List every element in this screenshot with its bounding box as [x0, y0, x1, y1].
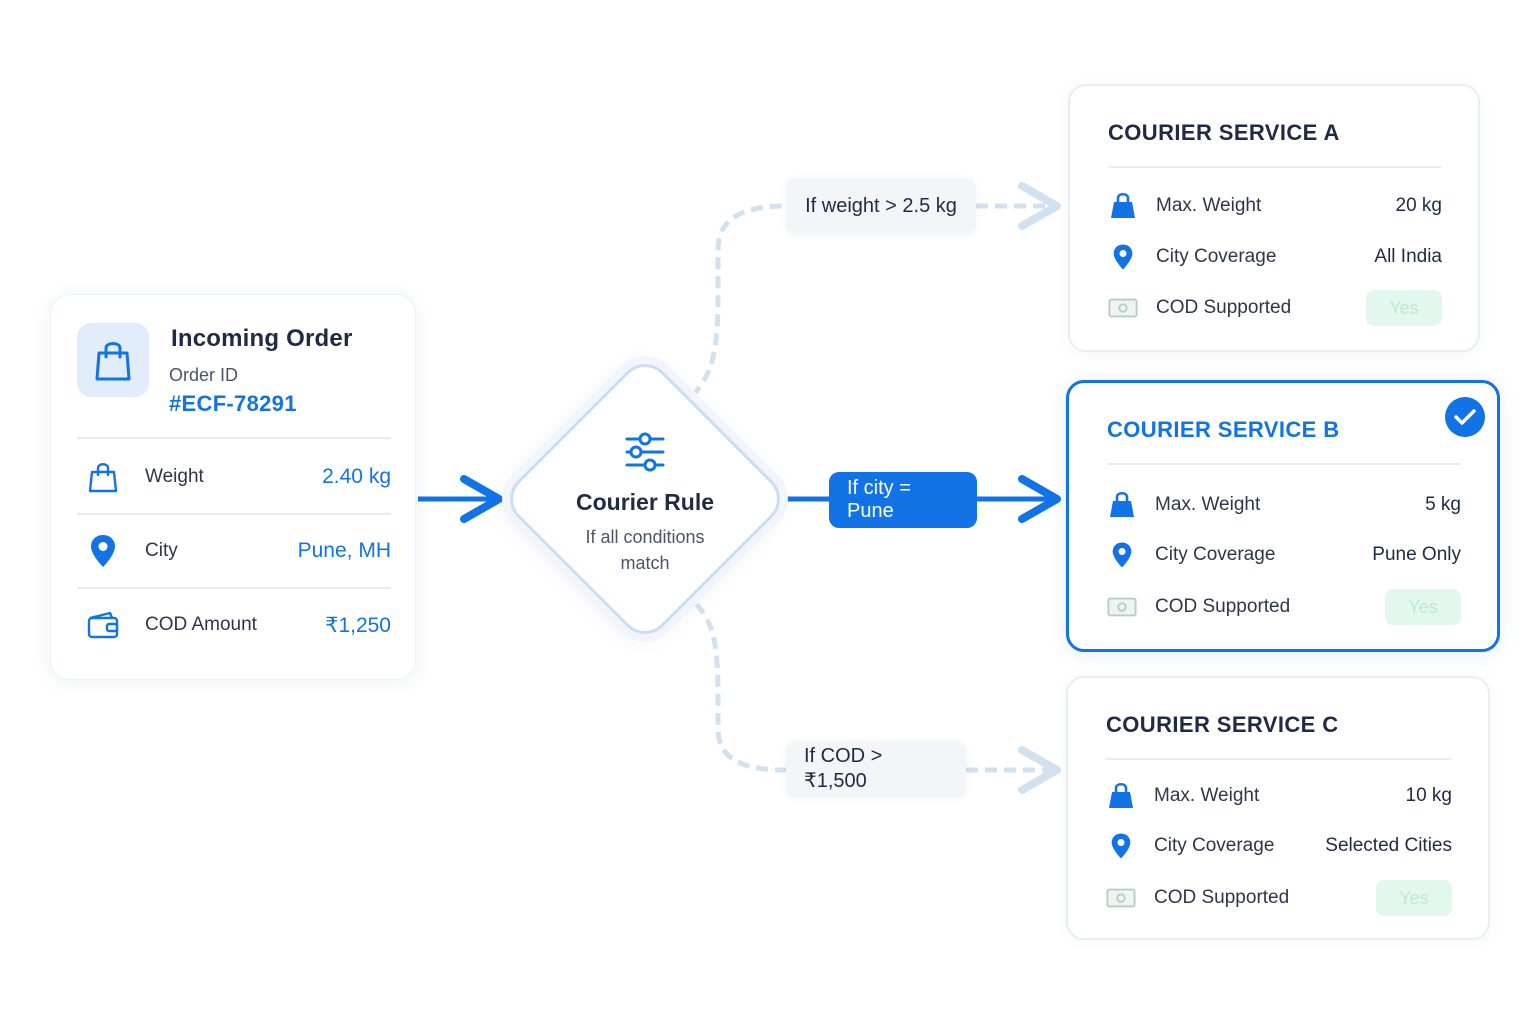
courier-a-row-weight: Max. Weight 20 kg: [1108, 186, 1442, 226]
courier-rule-title: Courier Rule: [575, 489, 715, 515]
courier-rule-subtitle-line1: If all conditions: [585, 527, 705, 547]
courier-c-row-weight: Max. Weight 10 kg: [1106, 776, 1452, 816]
courier-a-cod-badge: Yes: [1366, 290, 1442, 326]
courier-rule-subtitle-line2: match: [620, 553, 670, 573]
bag-filled-icon: [1111, 192, 1135, 218]
banknote-icon: [1106, 888, 1136, 908]
courier-c-cod-badge: Yes: [1376, 880, 1452, 916]
banknote-icon: [1107, 597, 1137, 617]
order-city-label: City: [145, 540, 178, 561]
courier-a-row-cod: COD Supported Yes: [1108, 288, 1442, 328]
condition-city-pill: If city = Pune: [829, 472, 977, 528]
bag-filled-icon: [1110, 491, 1134, 517]
courier-c-city-label: City Coverage: [1154, 835, 1275, 856]
order-title: Incoming Order: [171, 325, 353, 352]
rule-to-weight-condition-line: [690, 203, 787, 398]
sliders-icon: [625, 432, 665, 472]
courier-c-row-cod: COD Supported Yes: [1106, 878, 1452, 918]
condition-cod-pill: If COD > ₹1,500: [786, 741, 966, 797]
courier-c-cod-label: COD Supported: [1154, 887, 1290, 908]
bag-outline-icon: [88, 463, 118, 493]
courier-a-weight-value: 20 kg: [1395, 195, 1442, 216]
courier-a-divider: [1108, 166, 1442, 168]
courier-c-city-value: Selected Cities: [1325, 835, 1452, 856]
rule-to-cod-condition-line: [694, 602, 787, 773]
map-pin-icon: [1111, 833, 1131, 859]
courier-service-c-card[interactable]: COURIER SERVICE C Max. Weight 10 kg City…: [1066, 676, 1490, 940]
order-weight-value: 2.40 kg: [322, 465, 391, 488]
order-cod-label: COD Amount: [145, 614, 257, 635]
bag-filled-icon: [1109, 782, 1133, 808]
courier-a-cod-label: COD Supported: [1156, 297, 1292, 318]
condition-weight-pill: If weight > 2.5 kg: [786, 178, 976, 234]
order-row-city: City Pune, MH: [77, 515, 391, 587]
courier-a-title: COURIER SERVICE A: [1108, 120, 1340, 145]
map-pin-icon: [91, 535, 115, 567]
courier-a-weight-label: Max. Weight: [1156, 195, 1262, 216]
courier-c-title: COURIER SERVICE C: [1106, 712, 1339, 737]
incoming-order-card: Incoming Order Order ID #ECF-78291 Weigh…: [50, 294, 416, 680]
courier-b-cod-label: COD Supported: [1155, 596, 1291, 617]
order-divider: [77, 587, 391, 589]
selected-check-badge: [1445, 397, 1485, 437]
courier-b-title: COURIER SERVICE B: [1107, 417, 1340, 442]
checkmark-icon: [1454, 409, 1476, 425]
courier-b-row-cod: COD Supported Yes: [1107, 587, 1461, 627]
order-cod-value: ₹1,250: [325, 613, 391, 637]
map-pin-icon: [1113, 244, 1133, 270]
courier-b-city-value: Pune Only: [1372, 544, 1461, 565]
courier-a-city-label: City Coverage: [1156, 246, 1277, 267]
courier-c-weight-value: 10 kg: [1405, 785, 1452, 806]
courier-b-row-weight: Max. Weight 5 kg: [1107, 485, 1461, 525]
courier-b-weight-label: Max. Weight: [1155, 494, 1261, 515]
courier-a-city-value: All India: [1374, 246, 1442, 267]
courier-c-divider: [1106, 758, 1452, 760]
courier-c-row-city: City Coverage Selected Cities: [1106, 826, 1452, 866]
order-id-label: Order ID: [169, 365, 239, 385]
courier-service-a-card[interactable]: COURIER SERVICE A Max. Weight 20 kg City…: [1068, 84, 1480, 352]
courier-b-row-city: City Coverage Pune Only: [1107, 535, 1461, 575]
map-pin-icon: [1112, 542, 1132, 568]
wallet-icon: [87, 611, 119, 639]
order-weight-label: Weight: [145, 466, 204, 487]
courier-b-divider: [1107, 463, 1461, 465]
courier-b-weight-value: 5 kg: [1425, 494, 1461, 515]
courier-c-weight-label: Max. Weight: [1154, 785, 1260, 806]
courier-b-cod-badge: Yes: [1385, 589, 1461, 625]
courier-rule-content: Courier Rule If all conditions match: [545, 430, 745, 576]
order-bag-tile: [77, 323, 149, 397]
courier-a-row-city: City Coverage All India: [1108, 237, 1442, 277]
courier-rule-subtitle: If all conditions match: [545, 524, 745, 576]
shopping-bag-icon: [95, 342, 131, 381]
order-id-value: #ECF-78291: [169, 391, 297, 416]
order-divider: [77, 437, 391, 439]
order-row-weight: Weight 2.40 kg: [77, 441, 391, 513]
courier-b-city-label: City Coverage: [1155, 544, 1276, 565]
courier-service-b-card[interactable]: COURIER SERVICE B Max. Weight 5 kg City …: [1066, 380, 1500, 652]
order-city-value: Pune, MH: [297, 539, 391, 562]
banknote-icon: [1108, 298, 1138, 318]
order-divider: [77, 513, 391, 515]
order-row-cod: COD Amount ₹1,250: [77, 589, 391, 661]
